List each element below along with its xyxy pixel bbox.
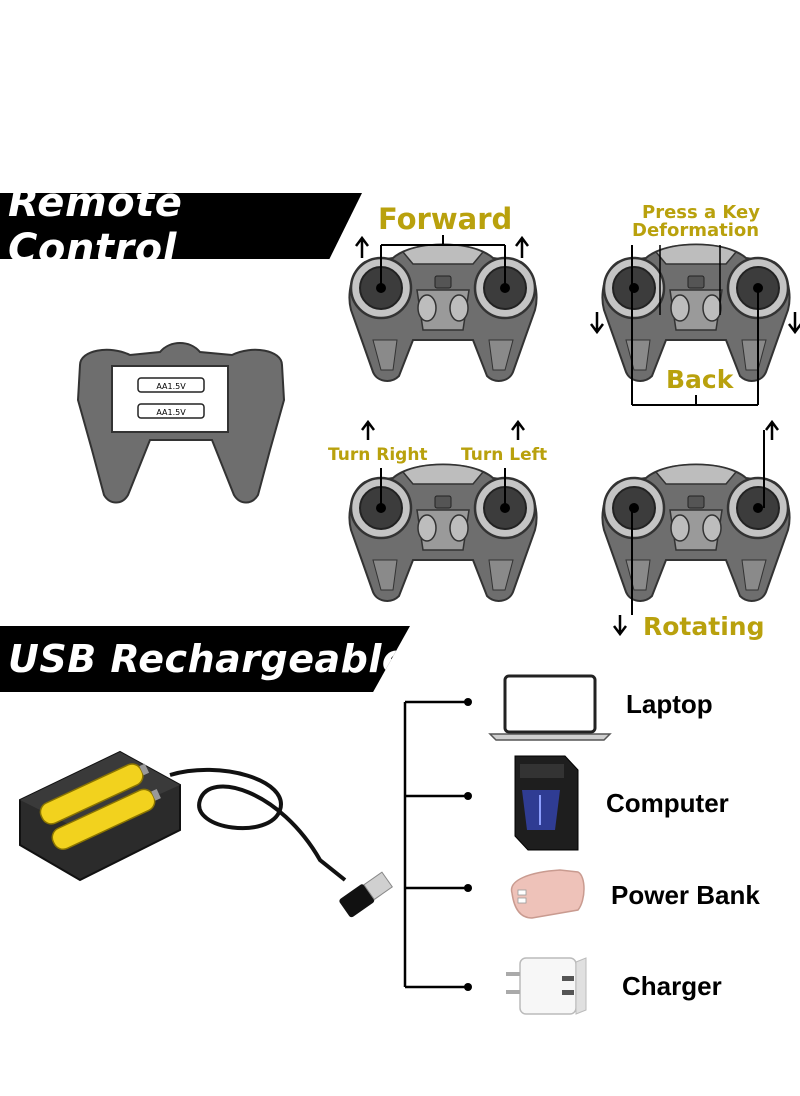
- laptop-icon: [488, 674, 612, 741]
- controller-deformation-back: [590, 243, 800, 406]
- wall-charger-icon: [506, 957, 587, 1015]
- remote-control-title: Remote Control: [8, 180, 183, 272]
- battery-charger-illustration: [19, 750, 393, 918]
- usb-rechargeable-banner: USB Rechargeable: [0, 626, 410, 692]
- arrow-up-icon: [355, 235, 369, 258]
- device-label-power-bank: Power Bank: [611, 880, 760, 910]
- label-forward: Forward: [378, 202, 513, 236]
- arrow-down-icon: [613, 615, 627, 637]
- device-label-laptop: Laptop: [626, 689, 713, 719]
- label-turn-left: Turn Left: [461, 445, 548, 465]
- arrow-down-icon: [788, 312, 800, 335]
- controller-forward: [348, 235, 538, 383]
- usb-rechargeable-title: USB Rechargeable: [8, 637, 409, 681]
- label-rotating: Rotating: [643, 612, 765, 641]
- controller-rotating: [601, 419, 791, 637]
- device-connection-bracket: [403, 698, 472, 991]
- arrow-up-icon: [511, 419, 525, 440]
- device-label-charger: Charger: [622, 971, 722, 1001]
- controller-turning: [348, 419, 538, 603]
- arrow-up-icon: [765, 419, 779, 440]
- battery-label-top: AA1.5V: [156, 382, 186, 391]
- battery-label-bottom: AA1.5V: [156, 408, 186, 417]
- remote-control-banner: Remote Control: [0, 193, 362, 259]
- label-turn-right: Turn Right: [328, 445, 428, 465]
- label-deformation: Deformation: [632, 220, 760, 241]
- device-label-computer: Computer: [606, 788, 729, 818]
- arrow-down-icon: [590, 312, 604, 335]
- power-bank-icon: [510, 869, 585, 919]
- arrow-up-icon: [361, 419, 375, 440]
- computer-tower-icon: [514, 755, 579, 851]
- label-press-a-key: Press a Key: [642, 202, 760, 223]
- label-back: Back: [666, 365, 734, 394]
- arrow-up-icon: [515, 235, 529, 258]
- remote-back-battery-compartment: AA1.5V AA1.5V: [76, 342, 286, 504]
